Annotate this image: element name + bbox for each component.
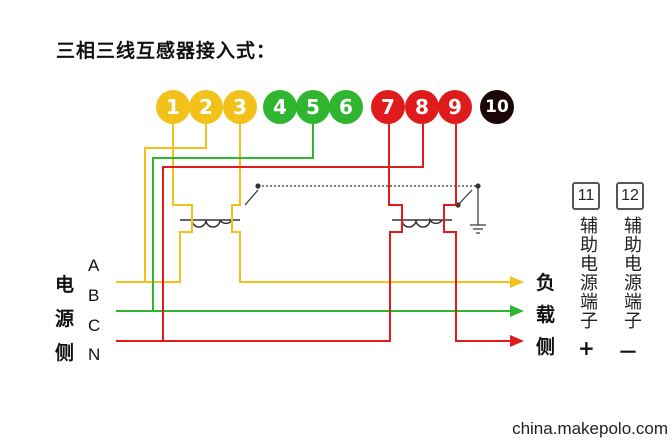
arrow-c — [510, 335, 524, 347]
aux-terminal-12-text: 辅助电源端子 — [621, 216, 642, 330]
aux-terminal-12-sign: － — [618, 340, 638, 364]
terminal-7: 7 — [371, 90, 405, 124]
phase-label-c: C — [88, 316, 101, 335]
terminal-5: 5 — [296, 90, 330, 124]
aux-terminal-12: 12 — [616, 182, 644, 210]
terminal-1: 1 — [156, 90, 190, 124]
phase-label-n: N — [88, 345, 101, 364]
source-label-2: 源 — [55, 308, 75, 330]
phase-c-wires — [116, 124, 510, 342]
aux-terminal-11: 11 — [572, 182, 600, 210]
load-label-2: 载 — [536, 304, 556, 326]
source-label-1: 电 — [55, 274, 75, 296]
aux-terminal-11-sign: + — [578, 336, 595, 360]
load-label-3: 侧 — [536, 336, 556, 358]
load-label-1: 负 — [536, 272, 556, 294]
terminal-8: 8 — [405, 90, 439, 124]
terminal-9: 9 — [438, 90, 472, 124]
phase-label-b: B — [88, 286, 100, 305]
watermark: china.makepolo.com — [512, 419, 668, 438]
phase-b-wires — [116, 124, 510, 312]
terminal-2: 2 — [189, 90, 223, 124]
arrow-b — [510, 305, 524, 317]
source-label-3: 侧 — [55, 342, 75, 364]
terminal-6: 6 — [329, 90, 363, 124]
phase-label-a: A — [88, 256, 100, 275]
aux-terminal-11-text: 辅助电源端子 — [577, 216, 598, 330]
terminal-4: 4 — [263, 90, 297, 124]
phase-a-wires — [116, 124, 510, 283]
terminal-10: 10 — [480, 90, 514, 124]
arrow-a — [510, 276, 524, 288]
diagram-title: 三相三线互感器接入式： — [56, 40, 277, 62]
terminal-3: 3 — [223, 90, 257, 124]
ground-link — [244, 183, 486, 234]
